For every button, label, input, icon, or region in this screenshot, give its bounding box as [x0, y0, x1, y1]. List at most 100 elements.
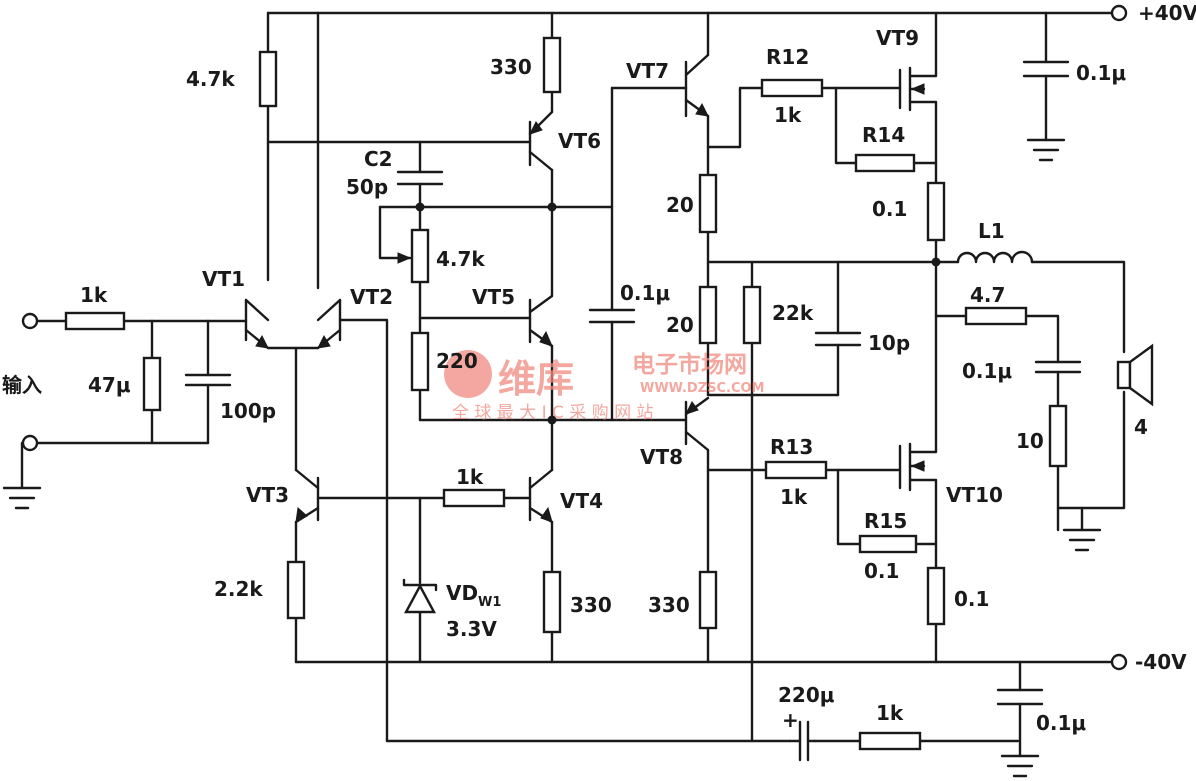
- capacitor-01u-bottom: [996, 688, 1044, 706]
- label-vdw1-sub: W1: [478, 595, 501, 610]
- label-r-1k-mid: 1k: [456, 465, 484, 489]
- label-r-1k-input: 1k: [80, 283, 108, 307]
- label-positive-supply: +40V: [1138, 1, 1196, 25]
- label-r13: R13: [770, 435, 813, 459]
- label-r15: R15: [864, 509, 907, 533]
- label-r-220: 220: [436, 349, 478, 373]
- vt3-emitter-arrow: [295, 507, 308, 523]
- resistor-47u: [142, 356, 162, 412]
- resistors: [64, 36, 1068, 751]
- ground-icon-output: [1062, 506, 1102, 552]
- label-r-1k-feedback: 1k: [876, 701, 904, 725]
- label-vt2: VT2: [350, 285, 393, 309]
- label-c-01u-bottom: 0.1μ: [1036, 711, 1086, 735]
- watermark: 维库 电子市场网 WWW.DZSC.COM 全 球 最 大 I C 采 购 网 …: [444, 350, 764, 423]
- resistor-1k-input: [64, 311, 126, 331]
- label-vt7: VT7: [626, 59, 669, 83]
- capacitor-100p: [184, 373, 232, 387]
- label-c-100p: 100p: [220, 399, 276, 423]
- label-r-4k7-top: 4.7k: [186, 67, 235, 91]
- label-l1: L1: [978, 219, 1005, 243]
- label-vdw1: VD: [446, 581, 478, 605]
- terminal-negative: [1110, 653, 1128, 671]
- resistor-22k: [742, 285, 762, 345]
- label-r15-value: 0.1: [864, 559, 899, 583]
- label-c2: C2: [364, 147, 393, 171]
- label-c-01u-top: 0.1μ: [1076, 61, 1126, 85]
- input-terminal-signal: [21, 312, 39, 330]
- label-input: 输入: [2, 373, 42, 397]
- resistor-330-vt8: [698, 570, 718, 630]
- label-r12-value: 1k: [774, 103, 802, 127]
- junction-dots: [415, 202, 941, 425]
- vt9-gate-arrow: [910, 83, 925, 95]
- label-vdw1-voltage: 3.3V: [446, 617, 497, 641]
- label-c-220u: 220μ: [778, 683, 835, 707]
- vt8-emitter-arrow: [685, 401, 699, 415]
- resistor-1k-feedback: [858, 731, 922, 751]
- resistor-2k2: [286, 560, 306, 620]
- label-vt9: VT9: [876, 26, 919, 50]
- label-r-20-a: 20: [666, 193, 694, 217]
- label-r12: R12: [766, 45, 809, 69]
- label-vt3: VT3: [246, 483, 289, 507]
- resistor-20-b: [698, 285, 718, 345]
- wires: [20, 11, 1126, 758]
- ground-icons: [2, 138, 1102, 778]
- input-terminal-ground: [21, 434, 39, 452]
- transistor-arrows: [255, 83, 925, 523]
- vt4-emitter-arrow: [540, 506, 553, 523]
- potentiometer-4k7: [410, 228, 430, 284]
- watermark-logo-icon: [444, 350, 492, 398]
- ground-icon-input: [2, 486, 42, 510]
- pot-wiper-arrow: [397, 252, 412, 264]
- resistor-4k7-top: [258, 50, 278, 108]
- resistor-1k-mid: [442, 488, 506, 508]
- label-r-2k2: 2.2k: [214, 577, 263, 601]
- resistor-r13: [764, 460, 828, 480]
- watermark-brand: 维库: [498, 357, 574, 401]
- terminals: [21, 4, 1128, 671]
- resistor-10: [1048, 404, 1068, 468]
- capacitor-01u-mid: [588, 308, 636, 324]
- label-vt1: VT1: [202, 267, 245, 291]
- label-r-01-vt9: 0.1: [872, 197, 907, 221]
- label-pot-4k7: 4.7k: [436, 247, 485, 271]
- label-r14: R14: [862, 123, 905, 147]
- vt2-emitter-arrow: [317, 334, 331, 349]
- resistor-20-a: [698, 173, 718, 234]
- zener-diode: [402, 578, 438, 614]
- label-c-01u-out: 0.1μ: [962, 359, 1012, 383]
- speaker-icon: [1116, 343, 1154, 407]
- label-r-20-b: 20: [666, 313, 694, 337]
- resistor-330-vt6: [542, 36, 562, 94]
- label-vt8: VT8: [640, 445, 683, 469]
- label-r-10: 10: [1016, 429, 1044, 453]
- resistor-4-7: [964, 306, 1028, 326]
- capacitor-10p: [814, 331, 862, 347]
- label-vt6: VT6: [558, 129, 601, 153]
- resistor-01-vt10: [926, 566, 946, 626]
- labels: +40V -40V 输入 VT1 VT2 VT3 VT4 VT5 VT6 VT7…: [2, 1, 1196, 735]
- watermark-tagline: 全 球 最 大 I C 采 购 网 站: [452, 403, 654, 423]
- resistor-220: [410, 331, 430, 392]
- label-vt10: VT10: [946, 483, 1003, 507]
- label-r-01-vt10: 0.1: [954, 587, 989, 611]
- capacitor-c2: [396, 170, 444, 186]
- capacitor-01u-out: [1034, 360, 1082, 374]
- label-r-330-vt6: 330: [490, 55, 532, 79]
- vt1-emitter-arrow: [255, 334, 269, 349]
- vt10-gate-arrow: [910, 460, 925, 472]
- label-vt4: VT4: [560, 489, 603, 513]
- label-c-01u-mid: 0.1μ: [620, 281, 670, 305]
- resistor-01-vt9: [926, 181, 946, 242]
- label-c-10p: 10p: [868, 331, 910, 355]
- vt7-emitter-arrow: [695, 102, 709, 117]
- vt5-emitter-arrow: [539, 330, 553, 347]
- resistor-r14: [854, 153, 916, 173]
- capacitor-01u-top: [1022, 60, 1070, 78]
- label-r-22k: 22k: [772, 301, 814, 325]
- watermark-url: WWW.DZSC.COM: [640, 381, 764, 396]
- capacitors: [184, 60, 1082, 762]
